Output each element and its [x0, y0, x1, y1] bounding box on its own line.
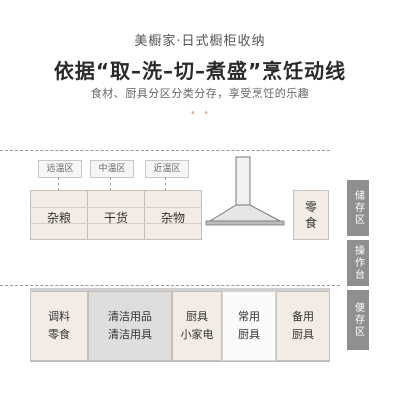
zone-connector [110, 177, 111, 191]
wall-cabinet-label: 干货 [103, 211, 128, 225]
base-cabinet-label: 零食 [48, 328, 70, 341]
zone-connector [58, 177, 59, 191]
floor-line [30, 361, 330, 362]
base-cabinet-label: 清洁用品 [108, 310, 152, 323]
cabinet-shelf-line [31, 207, 201, 208]
tall-cabinet-label: 零 [304, 200, 317, 214]
page-tagline: 食材、厨具分区分类分存，享受烹饪的乐趣 [90, 87, 310, 100]
base-cabinet-oven: 常用 厨具 [222, 291, 276, 361]
cabinet-divider [87, 191, 88, 239]
base-cabinet-label: 清洁用具 [108, 328, 152, 341]
wall-cabinet-block: 杂粮 干货 杂物 [30, 190, 202, 240]
base-cabinet-label: 备用 [292, 310, 314, 323]
decorative-dots: • • [190, 108, 211, 119]
base-cabinet-label: 厨具 [292, 328, 314, 341]
base-cabinet: 备用 厨具 [276, 291, 330, 361]
zone-tag-mid: 中温区 [90, 160, 134, 178]
cabinet-divider [144, 191, 145, 239]
countertop [30, 288, 330, 291]
countertop-guide-line [0, 285, 340, 286]
wall-cabinet-label: 杂物 [160, 211, 185, 225]
cabinet-shelf-line [31, 223, 201, 224]
base-cabinet-label: 常用 [238, 310, 260, 323]
zone-tag-far: 远温区 [38, 160, 82, 178]
side-label-storage: 储存区 [347, 180, 369, 236]
page-title: 依据“取–洗–切–煮盛”烹饪动线 [53, 59, 347, 83]
base-cabinet-label: 小家电 [180, 328, 214, 341]
side-label-convenience: 便存区 [347, 290, 369, 350]
base-cabinet: 清洁用品 清洁用具 [88, 291, 172, 361]
tall-cabinet-label: 食 [304, 216, 317, 230]
brand-subtitle: 美橱家·日式橱柜收纳 [134, 34, 266, 49]
range-hood-icon [205, 156, 285, 226]
base-cabinet: 厨具 小家电 [172, 291, 222, 361]
zone-tag-near: 近温区 [145, 160, 189, 178]
wall-cabinet-label: 杂粮 [46, 211, 71, 225]
side-label-operation: 操作台 [347, 240, 369, 286]
base-cabinet: 调料 零食 [30, 291, 88, 361]
wall-guide-line [0, 150, 330, 151]
base-cabinet-label: 厨具 [238, 328, 260, 341]
tall-cabinet: 零 食 [293, 190, 329, 240]
base-cabinet-label: 厨具 [186, 310, 208, 323]
base-cabinet-label: 调料 [48, 310, 70, 323]
zone-connector [165, 177, 166, 191]
